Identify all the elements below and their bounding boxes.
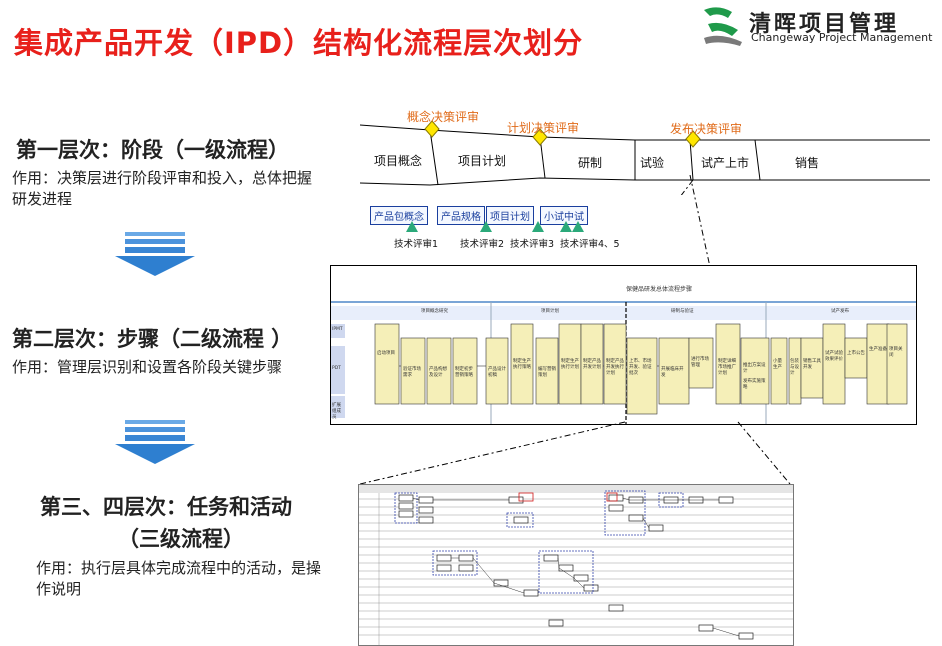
tech-review-label: 技术评审4、5 [560,239,620,250]
triangle-icon [406,221,418,232]
step-label: 项目关闭 [889,347,903,358]
subphase-box: 产品规格 [437,206,485,225]
phase-label: 研制与验证 [671,309,694,314]
step-label: 进行市场管理 [691,357,709,368]
stage-label: 项目概念 [374,154,423,168]
review-diamond [532,128,548,146]
level1-desc: 作用：决策层进行阶段评审和投入，总体把握研发进程 [12,169,313,208]
level2-heading: 第二层次：步骤（二级流程 ） [12,327,293,351]
level3-flow-chart [358,484,794,646]
step-label: 上市、市场开发、验证批次 [629,359,652,376]
step-label: 编写营销策划 [538,367,556,378]
phase-label: 项目计划 [541,309,559,314]
logo-en-text: Changeway Project Management [751,31,933,44]
tech-review-label: 技术评审3 [510,239,555,250]
tech-review-label: 技术评审2 [460,239,505,250]
lane-label: IPMT [332,327,343,332]
level2-header: 保健品研发总体流程步骤 [626,286,693,293]
changeway-logo [698,2,942,50]
step-label: 制定生产执行策略 [513,359,531,370]
down-arrow-icon [115,232,195,276]
logo-cn-text: 清晖项目管理 [749,12,900,37]
review-diamond [424,120,440,138]
stage-label: 销售 [795,156,820,170]
step-label: 销售工具开发 [803,359,821,370]
lane-label: PDT [332,366,341,371]
connector-line [689,175,711,268]
stage-label: 项目计划 [458,154,507,168]
logo-mark-icon [704,7,732,18]
subphase-box: 产品包概念 [370,206,428,225]
stage-label: 研制 [578,156,603,170]
connector-lines [359,421,791,485]
level1-heading: 第一层次：阶段（一级流程） [16,138,289,162]
down-arrow-icon [115,420,195,464]
tech-review-label: 技术评审1 [394,239,439,250]
step-label: 制定产品开发计划 [583,359,601,370]
subphase-box: 小试中试 [540,206,588,225]
review-diamond [685,130,701,148]
step-label: 制定初步营销策略 [455,367,473,378]
level3-heading-line2: （三级流程） [118,527,244,551]
review-label: 计划决策评审 [507,121,580,135]
review-label: 概念决策评审 [407,110,480,124]
tech-review-markers [406,221,584,232]
triangle-icon [532,221,544,232]
stage-label: 试验 [640,156,665,170]
triangle-icon [480,221,492,232]
phase-label: 项目概念研究 [421,309,448,314]
step-label: 包装与设计 [790,359,799,376]
step-label: 制定生产执行计划 [561,359,579,370]
step-label: 制定产品开发执行计划 [606,359,624,376]
step-label: 产品构想及设计 [429,367,447,378]
triangle-icon [572,221,584,232]
triangle-icon [560,221,572,232]
step-label: 试产试验效果评价 [825,351,843,362]
subphase-box: 项目计划 [486,206,534,225]
level2-flow-chart: 保健品研发总体流程步骤 项目概念研究 项目计划 研制与验证 试产发布 IPMT … [330,265,917,425]
stage-diagram [360,120,930,195]
step-label: 上市公告 [847,351,865,356]
phase-label: 试产发布 [831,309,849,314]
stage-label: 试产上市 [701,156,750,170]
page-title: 集成产品开发（IPD）结构化流程层次划分 [14,26,584,60]
level2-desc: 作用：管理层识别和设置各阶段关键步骤 [12,358,283,376]
step-label: 推出方案设计 [743,363,766,374]
step-label: 开展临床开发 [661,367,684,378]
level3-desc: 作用：执行层具体完成流程中的活动，是操作说明 [36,559,322,598]
lane-label: 扩展组成员 [332,403,341,420]
step-label: 产品设计初稿 [488,367,506,378]
step-label: 发布实施策略 [743,379,766,390]
step-label: 制定详细市场推广计划 [718,359,736,376]
step-label: 验证市场需求 [403,367,421,378]
level3-heading-line1: 第三、四层次：任务和活动 [40,495,292,519]
step-label: 小量生产 [773,359,782,370]
review-label: 发布决策评审 [670,122,743,136]
step-label: 启动项目 [377,351,395,356]
step-label: 生产准备 [869,347,887,352]
